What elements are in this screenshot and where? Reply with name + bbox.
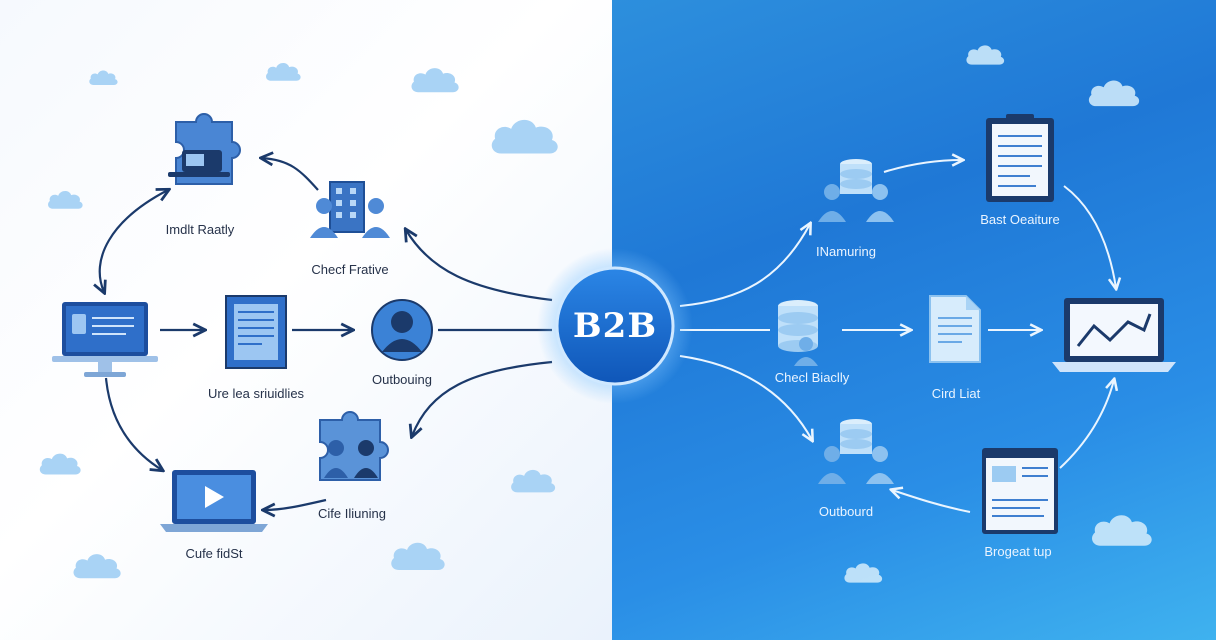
puzzle-team-icon	[319, 411, 389, 481]
node-label-l1: Imdlt Raatly	[165, 222, 235, 237]
arrow-hub-r5	[679, 355, 812, 440]
arrow-r1-r2	[883, 160, 962, 173]
database-user-icon	[778, 300, 818, 366]
node-label-r1: INamuring	[816, 244, 876, 259]
laptop-chart-icon	[1052, 298, 1176, 372]
node-label-r6: Brogeat tup	[984, 544, 1052, 559]
arrow-r6-r5	[892, 490, 971, 513]
building-team-icon	[310, 181, 390, 238]
document-icon	[225, 295, 287, 369]
arrow-l5-l6	[264, 498, 327, 510]
node-label-l2: Checf Frative	[311, 262, 389, 277]
node-label-r4: Cird Liat	[931, 386, 981, 401]
node-label-l5: Cife Iliuning	[318, 506, 386, 521]
browser-window-icon	[982, 448, 1058, 534]
node-label-l3: Ure lea sriuidlies	[207, 386, 305, 401]
file-document-icon	[929, 295, 981, 363]
node-label-l4: Outbouing	[372, 372, 432, 387]
arrow-l7-l6	[104, 377, 162, 470]
laptop-video-icon	[160, 470, 268, 532]
desktop-monitor-icon	[52, 302, 158, 377]
database-team-icon	[818, 159, 894, 222]
arrow-r2-r7	[1063, 185, 1116, 288]
arrow-hub-l5	[412, 360, 553, 436]
hub-label: B2B	[572, 306, 658, 346]
arrow-l1-l7	[100, 190, 168, 292]
arrow-l2-l1	[262, 158, 319, 191]
arrow-hub-r1	[679, 224, 810, 307]
hub-circle	[555, 266, 675, 386]
arrow-hub-l2	[406, 230, 553, 302]
node-label-r3: Checl Biaclly	[774, 370, 850, 385]
node-label-r2: Bast Oeaiture	[980, 212, 1060, 227]
right-connectors	[679, 160, 1116, 513]
left-connectors	[100, 158, 553, 510]
database-team-icon	[818, 419, 894, 484]
node-label-l6: Cufe fidSt	[185, 546, 243, 561]
node-label-r5: Outbourd	[818, 504, 874, 519]
user-avatar-icon	[371, 299, 433, 361]
puzzle-monitor-icon	[168, 113, 241, 185]
clipboard-report-icon	[986, 114, 1054, 202]
arrow-r6-r7	[1059, 380, 1114, 469]
